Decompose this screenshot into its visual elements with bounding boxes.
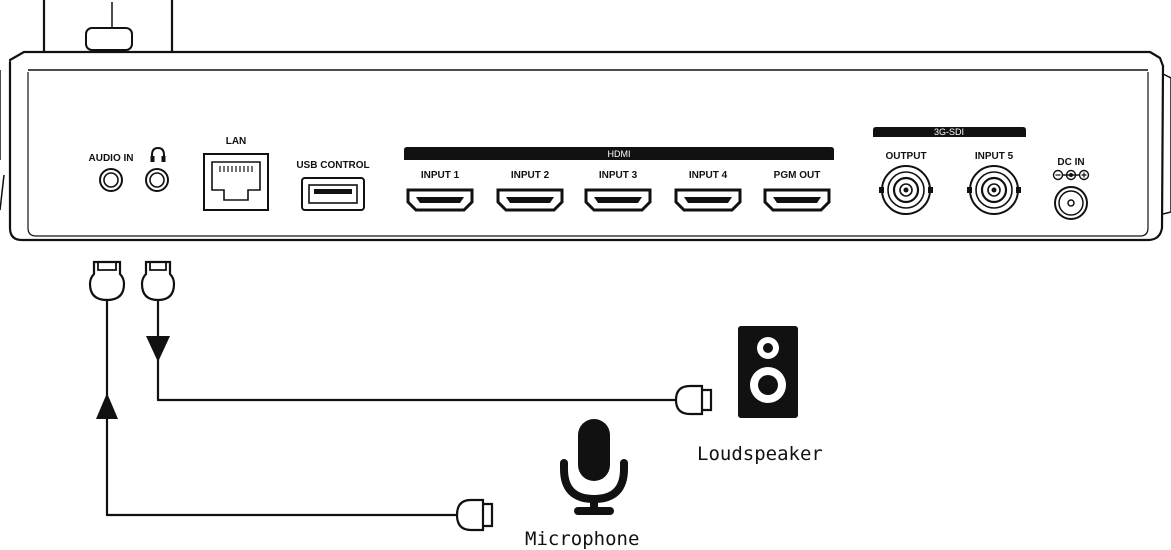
- hdmi-group-label: HDMI: [608, 149, 631, 159]
- sdi-output-port[interactable]: [879, 165, 933, 215]
- lan-port[interactable]: [203, 153, 269, 211]
- lan-label: LAN: [226, 136, 247, 147]
- hdmi-band: HDMI: [404, 147, 834, 160]
- headphone-jack[interactable]: [145, 168, 169, 192]
- sdi-output-label: OUTPUT: [885, 151, 926, 162]
- loudspeaker-signal-arrow: [146, 336, 170, 362]
- hdmi-input2-port[interactable]: [496, 188, 564, 212]
- hdmi-input1-port[interactable]: [406, 188, 474, 212]
- loudspeaker-label: Loudspeaker: [697, 443, 823, 465]
- microphone-cable: [88, 260, 494, 532]
- hdmi-pgm-out-label: PGM OUT: [774, 170, 821, 181]
- hdmi-pgm-out-port[interactable]: [763, 188, 831, 212]
- sdi-input5-label: INPUT 5: [975, 151, 1014, 162]
- sdi-input5-port[interactable]: [967, 165, 1021, 215]
- usb-control-port[interactable]: [301, 177, 365, 211]
- dc-in-port[interactable]: [1054, 186, 1088, 220]
- usb-control-label: USB CONTROL: [296, 160, 369, 171]
- dc-polarity-icon: [1052, 169, 1090, 181]
- microphone-label: Microphone: [525, 528, 639, 550]
- loudspeaker-icon: [738, 326, 798, 418]
- hdmi-input1-label: INPUT 1: [421, 170, 460, 181]
- sdi-group-label: 3G-SDI: [934, 127, 964, 137]
- microphone-signal-arrow: [96, 393, 118, 419]
- sdi-band: 3G-SDI: [873, 127, 1026, 137]
- audio-in-jack[interactable]: [99, 168, 123, 192]
- device-rear-panel: [0, 0, 1171, 242]
- audio-in-label: AUDIO IN: [89, 153, 134, 164]
- hdmi-input3-port[interactable]: [584, 188, 652, 212]
- loudspeaker-cable: [140, 260, 713, 416]
- hdmi-input3-label: INPUT 3: [599, 170, 638, 181]
- hdmi-input4-port[interactable]: [674, 188, 742, 212]
- headphone-icon: [150, 146, 166, 162]
- hdmi-input2-label: INPUT 2: [511, 170, 550, 181]
- hdmi-input4-label: INPUT 4: [689, 170, 728, 181]
- dc-in-label: DC IN: [1057, 157, 1084, 168]
- microphone-icon: [560, 419, 628, 515]
